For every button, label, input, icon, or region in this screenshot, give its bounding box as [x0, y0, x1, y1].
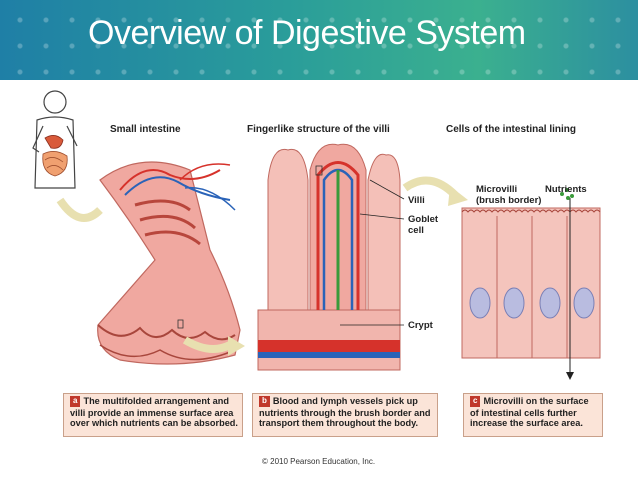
label-goblet-line1: Goblet	[408, 214, 439, 225]
caption-b-badge: b	[259, 396, 270, 407]
human-figure-illustration	[32, 90, 78, 189]
caption-a-badge: a	[70, 396, 81, 407]
caption-b-text: Blood and lymph vessels pick up nutrient…	[259, 396, 431, 428]
label-villi: Villi	[408, 195, 425, 206]
heading-villi-structure: Fingerlike structure of the villi	[247, 124, 390, 135]
intestinal-cells-illustration	[461, 188, 601, 380]
title-banner: Overview of Digestive System	[0, 0, 638, 80]
label-microvilli-line1: Microvilli	[476, 184, 518, 195]
label-crypt: Crypt	[408, 320, 433, 331]
banner-pattern	[0, 0, 638, 80]
caption-c-text: Microvilli on the surface of intestinal …	[470, 396, 589, 428]
caption-a-text: The multifolded arrangement and villi pr…	[70, 396, 238, 428]
label-microvilli-line2: (brush border)	[476, 195, 542, 206]
label-nutrients: Nutrients	[545, 184, 587, 195]
label-goblet-line2: cell	[408, 225, 424, 236]
heading-small-intestine: Small intestine	[110, 124, 181, 135]
small-intestine-illustration	[56, 161, 245, 365]
copyright-credit: © 2010 Pearson Education, Inc.	[262, 457, 376, 466]
villi-cross-section-illustration	[257, 143, 401, 371]
caption-c-badge: c	[470, 396, 481, 407]
slide-title: Overview of Digestive System	[88, 14, 526, 52]
heading-intestinal-lining: Cells of the intestinal lining	[446, 124, 577, 135]
